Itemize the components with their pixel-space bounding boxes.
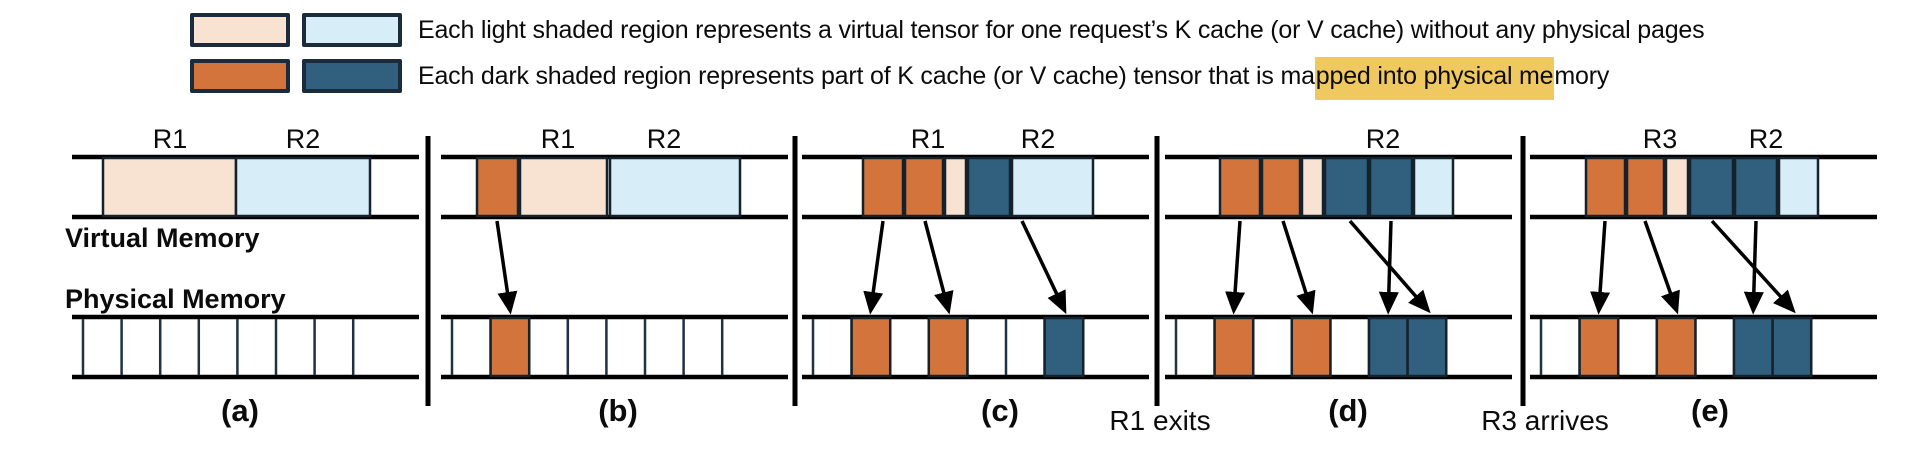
physical-page-dark_k-b-cell2 bbox=[489, 316, 531, 378]
virtual-block-dark_k-e-1 bbox=[1625, 156, 1666, 218]
virtual-block-light_v-d-5 bbox=[1412, 156, 1455, 218]
virtual-block-light_v-e-5 bbox=[1777, 156, 1820, 218]
virtual-memory-label: Virtual Memory bbox=[65, 223, 260, 253]
panel-label-d: (d) bbox=[1328, 393, 1368, 428]
request-label-r2-b: R2 bbox=[647, 124, 682, 154]
legend-swatch-dark-k-cache bbox=[190, 59, 290, 93]
virtual-block-dark_v-d-4 bbox=[1368, 156, 1414, 218]
request-label-r1-c: R1 bbox=[911, 124, 946, 154]
mapping-arrow-c-1 bbox=[923, 220, 954, 315]
virtual-block-light_v-c-4 bbox=[1010, 156, 1095, 218]
virtual-block-dark_k-d-0 bbox=[1218, 156, 1262, 218]
request-label-r2-c: R2 bbox=[1021, 124, 1056, 154]
legend-row-dark: Each dark shaded region represents part … bbox=[190, 56, 1610, 100]
note-r1-exits: R1 exits bbox=[1109, 405, 1210, 436]
legend-swatch-light-k-cache bbox=[190, 13, 290, 47]
virtual-block-dark_k-c-0 bbox=[861, 156, 905, 218]
panel-label-b: (b) bbox=[598, 393, 638, 428]
physical-page-dark_v-d-cell6 bbox=[1367, 316, 1409, 378]
virtual-block-dark_v-e-4 bbox=[1733, 156, 1779, 218]
legend-dark-label-before: Each dark shaded region represents part … bbox=[418, 61, 1315, 90]
virtual-block-light_k-a-0 bbox=[101, 156, 238, 218]
mapping-arrow-c-2 bbox=[1020, 220, 1067, 315]
virtual-block-light_v-b-2 bbox=[608, 156, 742, 218]
legend-swatch-light-v-cache bbox=[302, 13, 402, 47]
virtual-block-dark_v-e-3 bbox=[1688, 156, 1735, 218]
virtual-block-light_k-c-2 bbox=[943, 156, 968, 218]
virtual-block-dark_k-b-0 bbox=[475, 156, 520, 218]
panel-label-c: (c) bbox=[981, 393, 1019, 428]
virtual-block-light_k-e-2 bbox=[1664, 156, 1690, 218]
legend-swatch-dark-v-cache bbox=[302, 59, 402, 93]
physical-page-dark_k-e-cell4 bbox=[1655, 316, 1697, 378]
physical-page-dark_k-d-cell2 bbox=[1213, 316, 1255, 378]
legend-light-label: Each light shaded region represents a vi… bbox=[418, 15, 1705, 44]
virtual-block-dark_v-d-3 bbox=[1323, 156, 1370, 218]
legend-text-light: Each light shaded region represents a vi… bbox=[418, 15, 1705, 45]
mapping-arrow-d-3 bbox=[1378, 220, 1399, 315]
virtual-block-light_k-d-2 bbox=[1300, 156, 1325, 218]
legend-dark-label-highlighted: pped into physical me bbox=[1314, 56, 1555, 100]
legend-text-dark: Each dark shaded region represents part … bbox=[418, 56, 1610, 100]
legend-dark-label-after: mory bbox=[1554, 61, 1610, 90]
physical-page-dark_v-c-cell7 bbox=[1043, 316, 1085, 378]
request-label-r3-e: R3 bbox=[1643, 124, 1678, 154]
physical-page-dark_v-d-cell7 bbox=[1406, 316, 1448, 378]
physical-page-dark_k-c-cell4 bbox=[927, 316, 969, 378]
request-label-r1-a: R1 bbox=[153, 124, 188, 154]
physical-page-dark_k-c-cell2 bbox=[850, 316, 892, 378]
virtual-block-dark_v-c-3 bbox=[966, 156, 1012, 218]
physical-memory-label: Physical Memory bbox=[65, 284, 286, 314]
note-r3-arrives: R3 arrives bbox=[1481, 405, 1609, 436]
virtual-block-light_k-b-1 bbox=[518, 156, 609, 218]
mapping-arrow-d-0 bbox=[1225, 220, 1246, 315]
mapping-arrow-d-1 bbox=[1281, 220, 1316, 315]
virtual-block-light_v-a-1 bbox=[234, 156, 372, 218]
physical-page-dark_k-e-cell2 bbox=[1578, 316, 1620, 378]
request-label-r1-b: R1 bbox=[541, 124, 576, 154]
mapping-arrow-e-0 bbox=[1590, 220, 1611, 315]
mapping-arrow-e-2 bbox=[1710, 219, 1796, 314]
physical-page-dark_v-e-cell7 bbox=[1771, 316, 1813, 378]
request-label-r2-e: R2 bbox=[1749, 124, 1784, 154]
physical-page-dark_k-d-cell4 bbox=[1290, 316, 1332, 378]
mapping-arrow-e-3 bbox=[1743, 220, 1764, 315]
physical-page-dark_v-e-cell6 bbox=[1732, 316, 1774, 378]
virtual-block-dark_k-e-0 bbox=[1584, 156, 1627, 218]
mapping-arrow-b-0 bbox=[495, 220, 518, 315]
mapping-arrow-c-0 bbox=[863, 220, 885, 315]
mapping-arrow-e-1 bbox=[1643, 220, 1680, 315]
legend-row-light: Each light shaded region represents a vi… bbox=[190, 13, 1705, 47]
panel-label-a: (a) bbox=[221, 393, 259, 428]
panel-label-e: (e) bbox=[1691, 393, 1729, 428]
virtual-block-dark_k-c-1 bbox=[903, 156, 945, 218]
request-label-r2-d: R2 bbox=[1366, 124, 1401, 154]
virtual-block-dark_k-d-1 bbox=[1260, 156, 1302, 218]
request-label-r2-a: R2 bbox=[286, 124, 321, 154]
